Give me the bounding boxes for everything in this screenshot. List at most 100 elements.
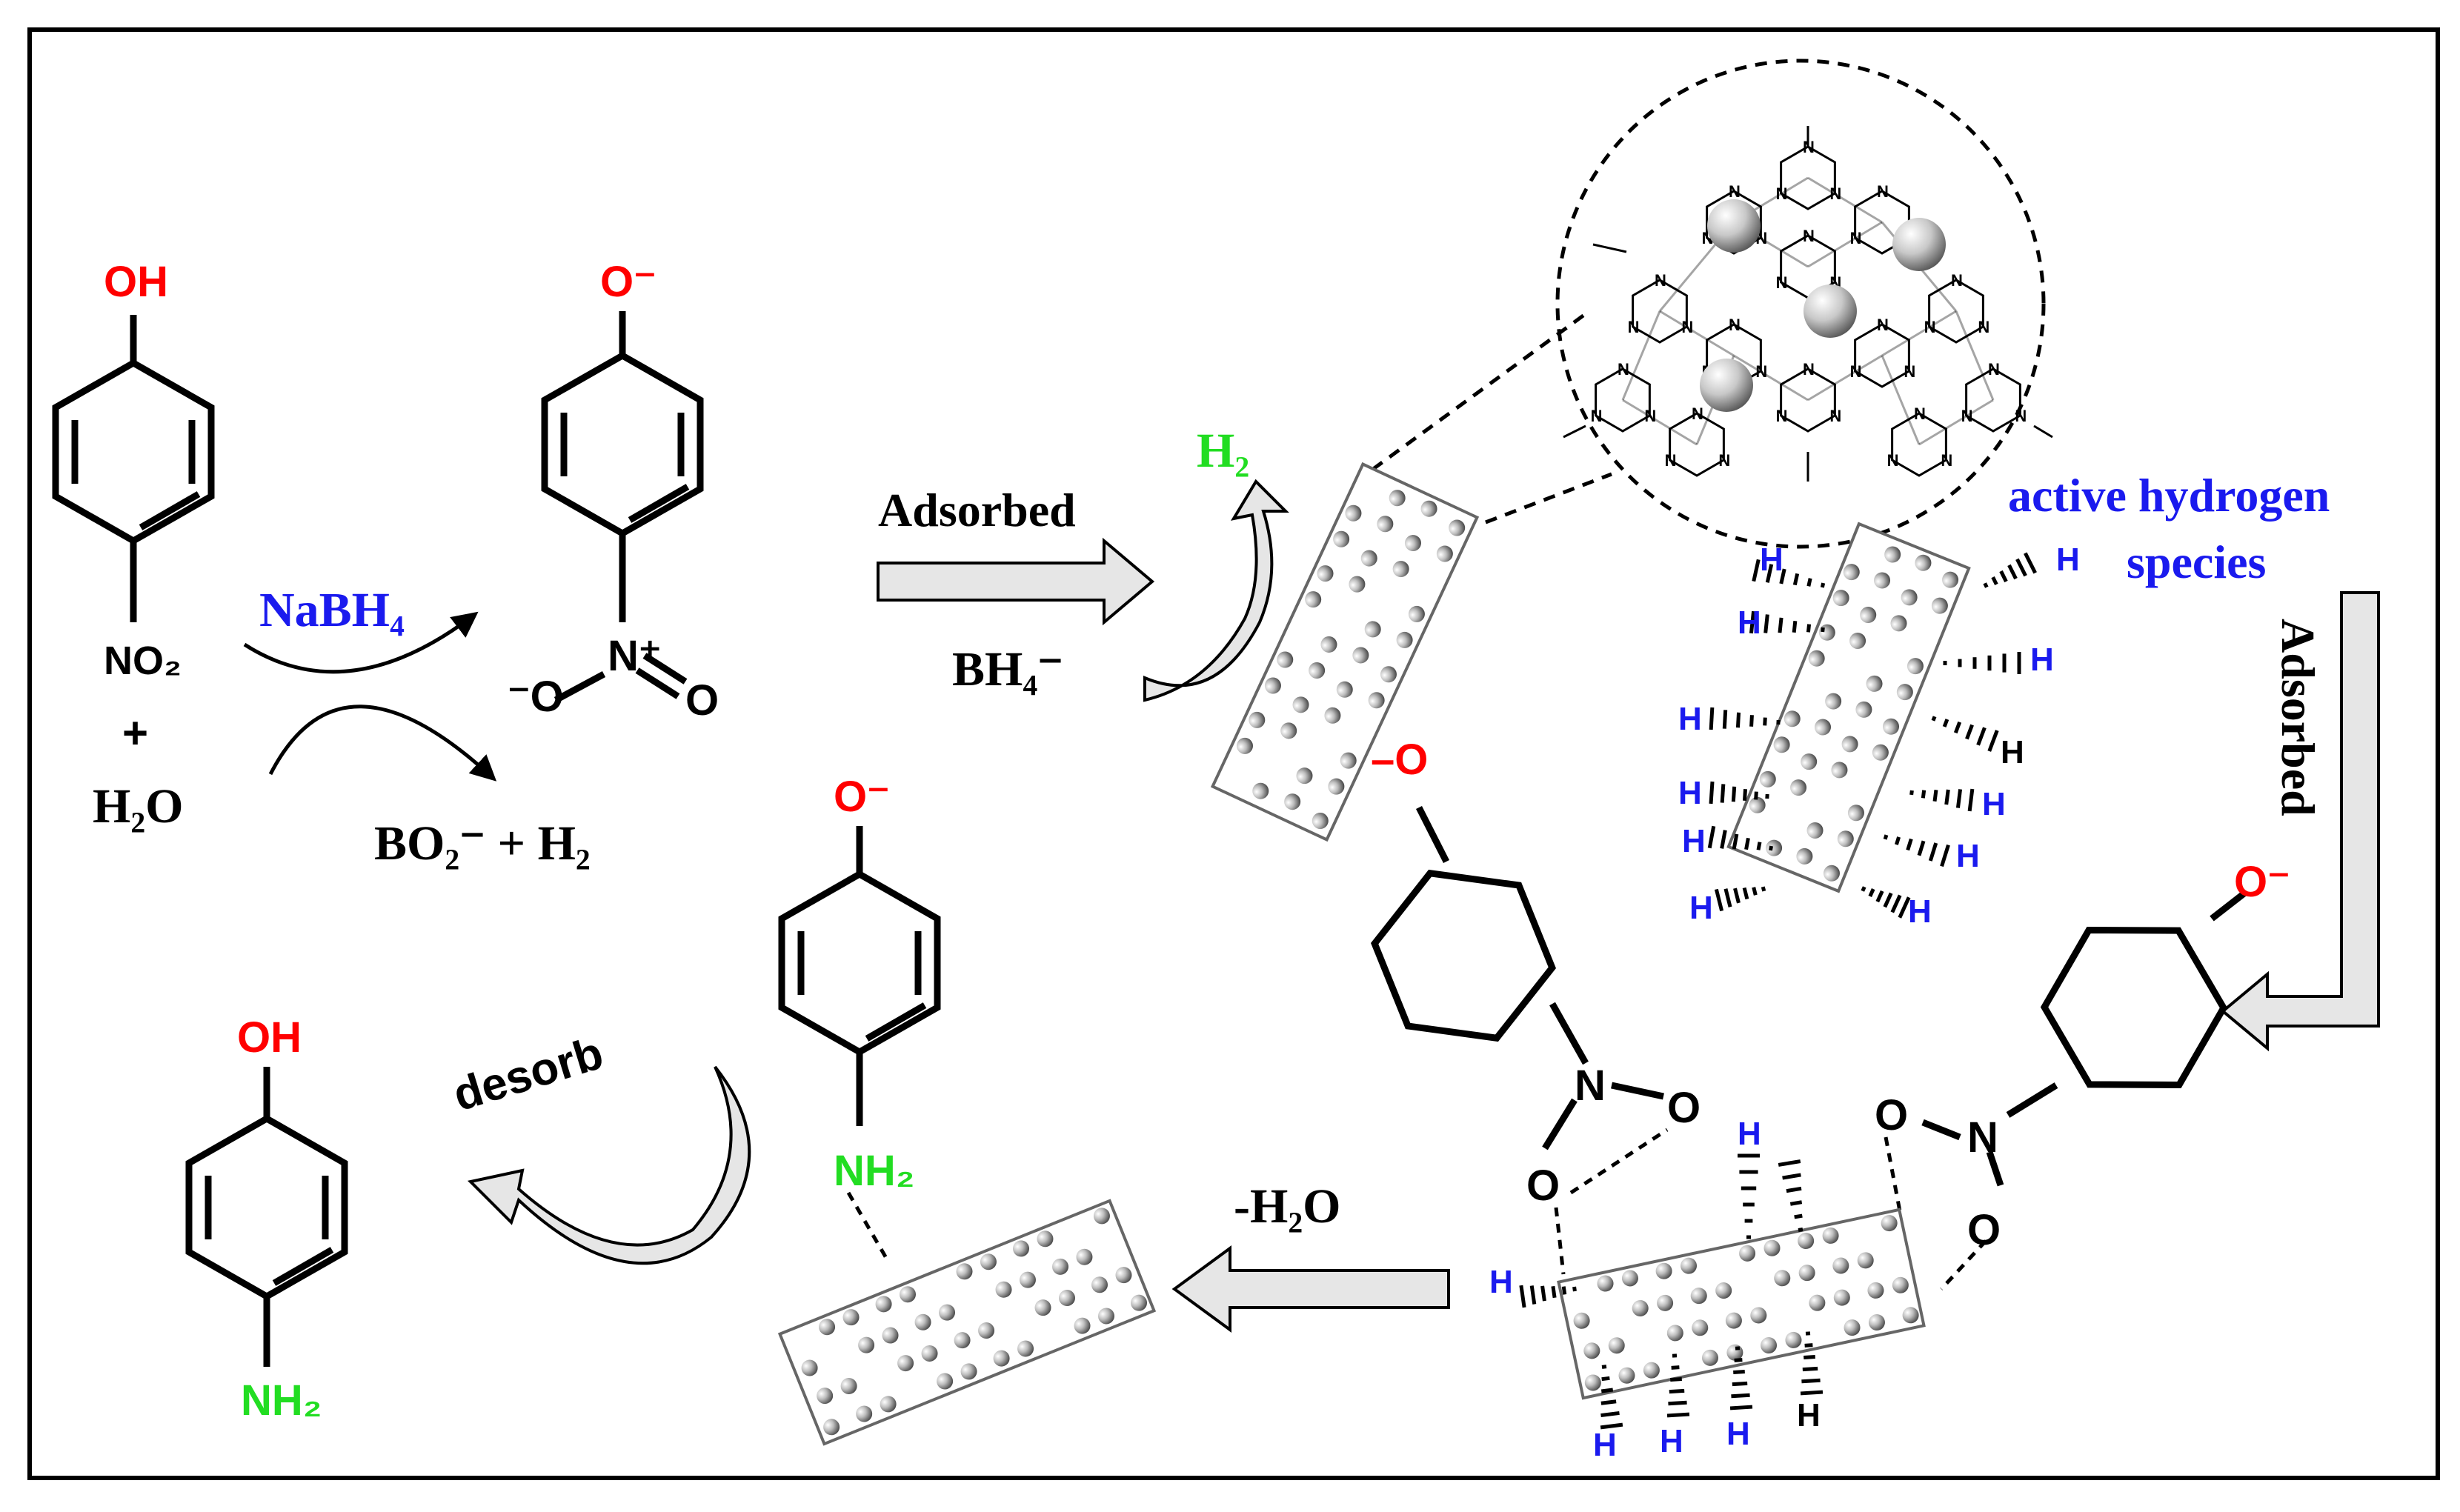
- ring-nitrogen-label: N: [2015, 407, 2027, 425]
- metal-particle: [1292, 696, 1309, 713]
- hash-bond-segment: [1720, 830, 1727, 849]
- metal-particle: [1739, 1245, 1756, 1262]
- hash-bond-segment: [1976, 727, 1987, 746]
- network-terminal-bond: [2033, 424, 2053, 439]
- metal-particle: [1360, 550, 1377, 567]
- ring-nitrogen-label: N: [1850, 229, 1862, 247]
- ring-nitrogen-label: N: [1951, 271, 1963, 290]
- metal-particle: [1583, 1342, 1600, 1359]
- hash-bond-segment: [1890, 894, 1902, 913]
- h-atom-label: H: [1660, 1423, 1683, 1459]
- metal-particle: [1368, 692, 1385, 709]
- nh2-label-product: NH₂: [241, 1376, 322, 1425]
- metal-atom-sphere: [1804, 284, 1857, 338]
- n-label-middle: N: [1575, 1062, 1606, 1110]
- ring-nitrogen-label: N: [1904, 362, 1915, 381]
- metal-particle: [1901, 589, 1918, 606]
- adsorbed-label-2: Adsorbed: [2272, 619, 2324, 816]
- metal-particle: [1774, 1270, 1791, 1287]
- metal-particle: [1336, 681, 1353, 698]
- metal-particle: [1690, 1288, 1707, 1305]
- hash-bond-segment: [1742, 789, 1748, 801]
- metal-particle: [980, 1253, 997, 1270]
- metal-particle: [1380, 666, 1397, 683]
- metal-particle: [1037, 1230, 1054, 1248]
- ring-nitrogen-label: N: [1776, 273, 1788, 292]
- metal-particle: [1074, 1317, 1091, 1334]
- h-atom-label: H: [2030, 642, 2054, 678]
- amine-dashed-bond: [846, 1191, 891, 1265]
- metal-particle: [1324, 707, 1341, 724]
- adsorption-dashed-bonds: [1554, 1128, 1987, 1290]
- triazine-ring: [1891, 412, 1947, 477]
- hash-bond-segment: [1561, 1286, 1567, 1295]
- hash-bond-segment: [1875, 890, 1884, 903]
- hash-bond-segment: [1732, 1381, 1748, 1387]
- hash-bond-segment: [1744, 837, 1750, 850]
- ring-nitrogen-label: N: [1829, 407, 1841, 425]
- hash-bond-segment: [1551, 1285, 1557, 1299]
- h-atom-label: H: [1682, 823, 1706, 859]
- metal-atom-sphere: [1707, 199, 1761, 253]
- metal-particle: [1884, 546, 1901, 563]
- molecule-4-aminophenol: [185, 1067, 348, 1367]
- metal-particle: [914, 1313, 931, 1331]
- hash-bond-segment: [1754, 791, 1758, 800]
- zoom-line-right: [1485, 472, 1612, 524]
- hash-bond-segment: [1953, 721, 1962, 734]
- metal-particle: [1396, 631, 1413, 648]
- hash-bond-segment: [1906, 838, 1913, 851]
- metal-particle: [1618, 1367, 1635, 1384]
- triazine-ring: [1780, 367, 1836, 433]
- hash-bond-segment: [1778, 617, 1784, 633]
- h2o-label: H₂O: [93, 779, 183, 833]
- ring-nitrogen-label: N: [1850, 362, 1862, 381]
- metal-particle: [1766, 839, 1783, 856]
- metal-particle: [1823, 865, 1840, 882]
- h-atom-label: H: [1489, 1264, 1513, 1300]
- ring-nitrogen-label: N: [1803, 360, 1815, 379]
- catalyst-slab-amine: [777, 1199, 1157, 1446]
- metal-particle: [1681, 1257, 1698, 1274]
- hash-bond-segment: [1883, 834, 1889, 840]
- hash-bond-segment: [1967, 788, 1975, 812]
- metal-particle: [1725, 1312, 1742, 1329]
- hash-bond-segment: [1600, 1388, 1614, 1393]
- network-link: [1807, 176, 1883, 224]
- h-atom-label: H: [1678, 701, 1702, 737]
- block-arrow-adsorbed-2: [2220, 591, 2380, 1052]
- metal-particle: [1264, 677, 1281, 694]
- hash-bond-segment: [1731, 786, 1737, 802]
- metal-particle: [1841, 736, 1858, 753]
- metal-particle: [1277, 651, 1294, 668]
- metal-particle: [1131, 1294, 1148, 1311]
- h-atom-label: H: [1738, 1116, 1761, 1152]
- ring-nitrogen-label: N: [1924, 318, 1936, 336]
- ring-nitrogen-label: N: [1591, 407, 1603, 425]
- hash-bond-segment: [1723, 888, 1732, 907]
- metal-particle: [1831, 762, 1848, 779]
- hash-bond-segment: [1779, 568, 1786, 585]
- h-atom-label: H: [1760, 542, 1784, 578]
- o-label-middle-1: O: [1667, 1084, 1701, 1132]
- metal-particle: [1896, 684, 1913, 701]
- metal-particle: [993, 1350, 1010, 1367]
- hash-bond-segment: [1802, 1366, 1818, 1372]
- metal-particle: [1584, 1374, 1601, 1391]
- metal-particle: [1915, 554, 1932, 571]
- metal-particle: [1392, 561, 1409, 578]
- metal-particle: [1833, 1289, 1850, 1306]
- ring-nitrogen-label: N: [1681, 318, 1693, 336]
- h-atom-label: H: [2056, 542, 2080, 578]
- hash-bond-segment: [1861, 886, 1866, 892]
- metal-particle: [1091, 1276, 1108, 1293]
- network-link: [1955, 310, 1995, 401]
- metal-particle: [1643, 1362, 1660, 1379]
- metal-particle: [1076, 1248, 1093, 1265]
- metal-particle: [1389, 490, 1406, 507]
- metal-particle: [1296, 767, 1313, 785]
- curved-arrow-h2-release: [1143, 479, 1289, 702]
- metal-particle: [1872, 744, 1889, 761]
